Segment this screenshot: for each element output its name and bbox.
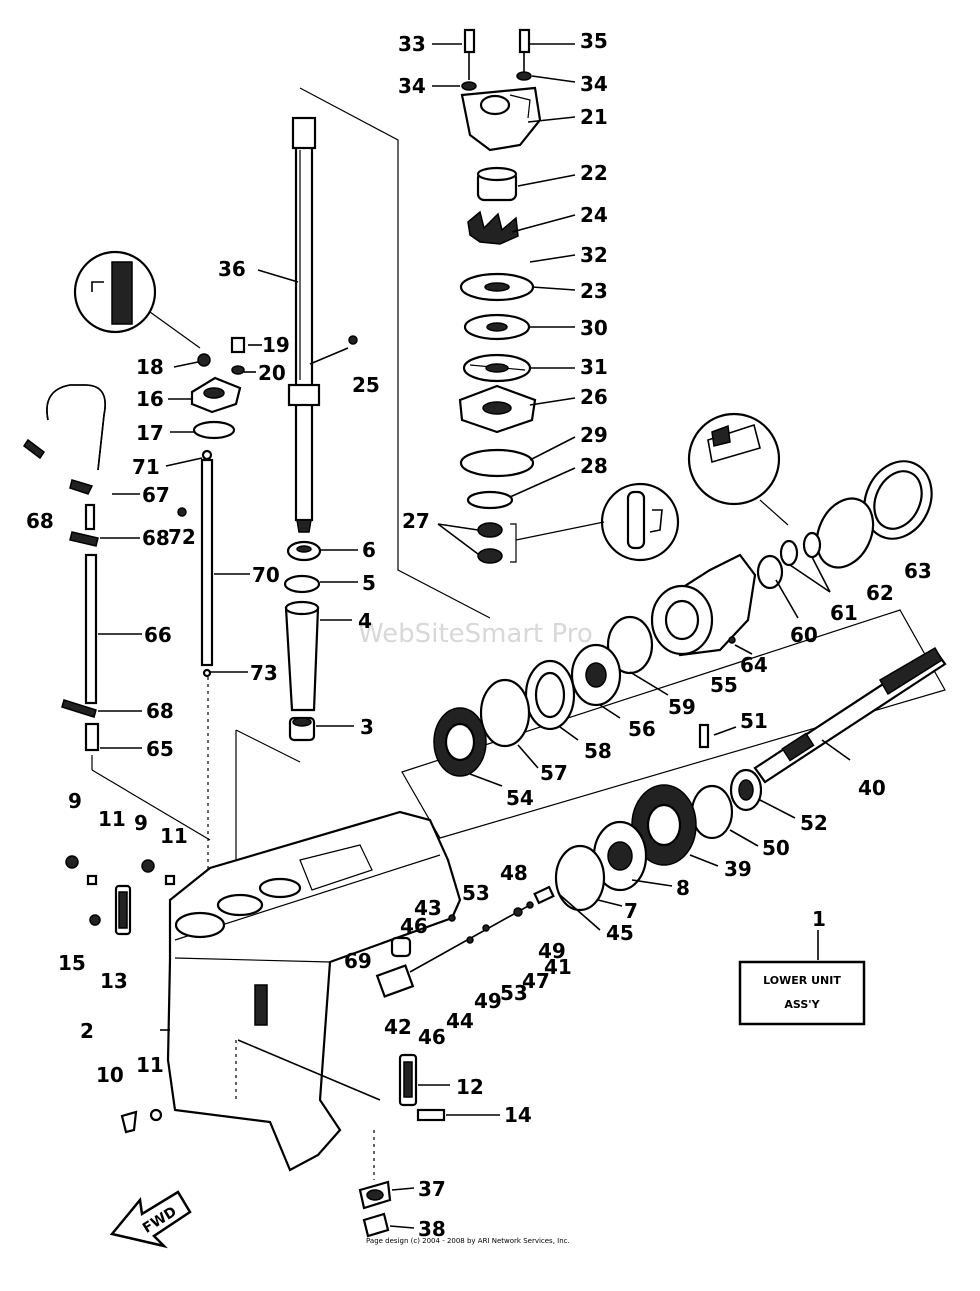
callout-71: 71 (132, 455, 160, 479)
callout-26: 26 (580, 385, 608, 409)
shaft-bearings (283, 540, 322, 742)
callout-46: 46 (418, 1025, 446, 1049)
callout-22: 22 (580, 161, 608, 185)
callout-35: 35 (580, 29, 608, 53)
callout-46: 46 (400, 914, 428, 938)
watermark: WebSiteSmart Pro (358, 619, 593, 649)
callout-57: 57 (540, 761, 568, 785)
callout-4: 4 (358, 609, 372, 633)
callout-30: 30 (580, 316, 608, 340)
copyright-footer: Page design (c) 2004 - 2008 by ARI Netwo… (366, 1237, 570, 1245)
callout-70: 70 (252, 563, 280, 587)
callout-60: 60 (790, 623, 818, 647)
callout-37: 37 (418, 1177, 446, 1201)
callout-45: 45 (606, 921, 634, 945)
callout-38: 38 (418, 1217, 446, 1241)
callout-51: 51 (740, 709, 768, 733)
callout-50: 50 (762, 836, 790, 860)
forward-arrow: FWD (109, 1190, 192, 1249)
callout-69: 69 (344, 949, 372, 973)
callout-63: 63 (904, 559, 932, 583)
callout-2: 2 (80, 1019, 94, 1043)
callout-16: 16 (136, 387, 164, 411)
callout-41: 41 (544, 955, 572, 979)
callout-24: 24 (580, 203, 608, 227)
callout-52: 52 (800, 811, 828, 835)
callout-64: 64 (740, 653, 768, 677)
callout-3: 3 (360, 715, 374, 739)
callout-9: 9 (134, 811, 148, 835)
callout-5: 5 (362, 571, 376, 595)
callout-1: 1 (812, 907, 826, 931)
callout-39: 39 (724, 857, 752, 881)
callout-68: 68 (146, 699, 174, 723)
callout-21: 21 (580, 105, 608, 129)
callout-72: 72 (168, 525, 196, 549)
callout-66: 66 (144, 623, 172, 647)
callout-62: 62 (866, 581, 894, 605)
callout-48: 48 (500, 861, 528, 885)
callout-58: 58 (584, 739, 612, 763)
drive-shaft (287, 116, 321, 533)
callout-8: 8 (676, 876, 690, 900)
callout-33: 33 (398, 32, 426, 56)
callout-7: 7 (624, 899, 638, 923)
callout-25: 25 (352, 373, 380, 397)
callout-61: 61 (830, 601, 858, 625)
callout-53: 53 (462, 881, 490, 905)
callout-13: 13 (100, 969, 128, 993)
callout-59: 59 (668, 695, 696, 719)
callout-20: 20 (258, 361, 286, 385)
propeller-shaft-group (401, 412, 947, 912)
callout-54: 54 (506, 786, 534, 810)
shift-plunger-parts (65, 855, 555, 1238)
lower-casing (166, 810, 462, 1172)
callout-73: 73 (250, 661, 278, 685)
callout-labels: 33 35 34 34 21 22 24 32 23 30 31 26 29 2… (26, 29, 932, 1241)
callout-68: 68 (26, 509, 54, 533)
callout-11: 11 (98, 807, 126, 831)
callout-10: 10 (96, 1063, 124, 1087)
leader-lines (98, 43, 851, 1229)
callout-67: 67 (142, 483, 170, 507)
callout-36: 36 (218, 257, 246, 281)
callout-23: 23 (580, 279, 608, 303)
callout-34: 34 (398, 74, 426, 98)
callout-29: 29 (580, 423, 608, 447)
callout-44: 44 (446, 1009, 474, 1033)
water-pump-stack (458, 28, 542, 564)
shift-linkage (22, 250, 358, 841)
callout-19: 19 (262, 333, 290, 357)
assembly-label-box: LOWER UNIT ASS'Y (738, 960, 866, 1026)
callout-34: 34 (580, 72, 608, 96)
callout-27: 27 (402, 509, 430, 533)
callout-18: 18 (136, 355, 164, 379)
assembly-label-line2: ASS'Y (784, 998, 820, 1011)
callout-43: 43 (414, 896, 442, 920)
assembly-label-line1: LOWER UNIT (763, 974, 841, 987)
callout-17: 17 (136, 421, 164, 445)
callout-42: 42 (384, 1015, 412, 1039)
callout-11: 11 (136, 1053, 164, 1077)
callout-49: 49 (474, 989, 502, 1013)
callout-47: 47 (522, 969, 550, 993)
callout-14: 14 (504, 1103, 532, 1127)
callout-9: 9 (68, 789, 82, 813)
callout-6: 6 (362, 538, 376, 562)
callout-56: 56 (628, 717, 656, 741)
callout-15: 15 (58, 951, 86, 975)
callout-68: 68 (142, 526, 170, 550)
callout-65: 65 (146, 737, 174, 761)
callout-28: 28 (580, 454, 608, 478)
callout-11: 11 (160, 824, 188, 848)
callout-12: 12 (456, 1075, 484, 1099)
callout-31: 31 (580, 355, 608, 379)
callout-32: 32 (580, 243, 608, 267)
callout-55: 55 (710, 673, 738, 697)
callout-40: 40 (858, 776, 886, 800)
callout-49: 49 (538, 939, 566, 963)
callout-53: 53 (500, 981, 528, 1005)
